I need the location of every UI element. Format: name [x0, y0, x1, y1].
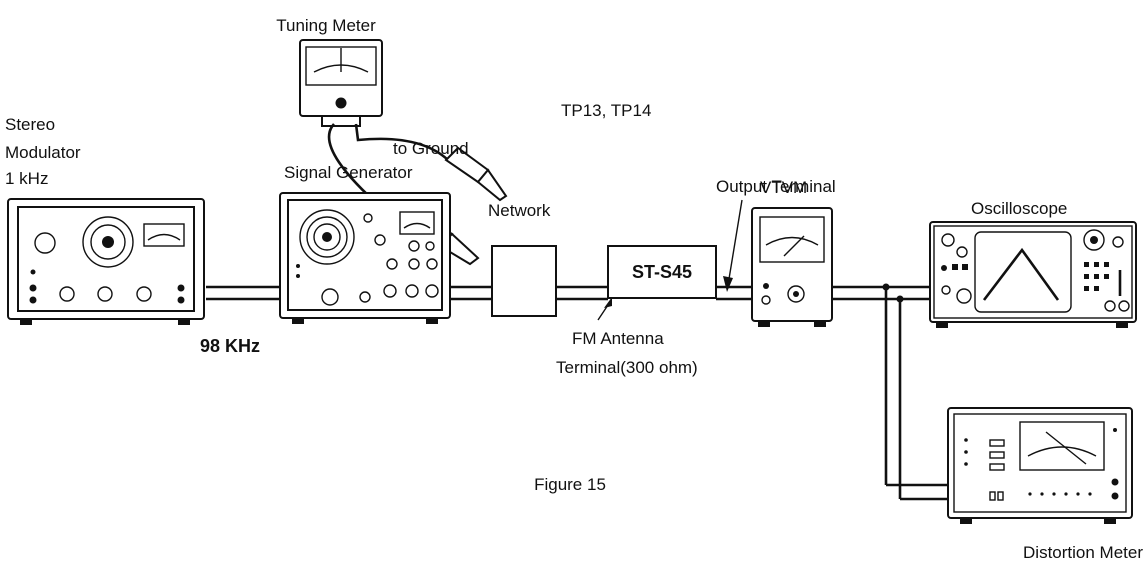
antenna-terminal-label-line2: Terminal(300 ohm) [556, 358, 698, 377]
ground-label: to Ground [393, 139, 469, 158]
figure-caption: Figure 15 [534, 475, 606, 494]
frequency-label: 98 KHz [200, 336, 260, 356]
main-signal-line [206, 285, 930, 301]
output-terminal-arrow [723, 199, 743, 292]
tp-label: TP13, TP14 [561, 101, 651, 120]
output-terminal-label: Output Terminal [716, 177, 836, 196]
network-label: Network [488, 201, 551, 220]
stereo-modulator-label-line1: Stereo [5, 115, 55, 134]
vtvm-label: VTVM [760, 178, 807, 197]
antenna-terminal-arrow [597, 297, 612, 321]
dut-box [607, 245, 717, 299]
antenna-terminal-label-line1: FM Antenna [572, 329, 664, 348]
oscilloscope-label: Oscilloscope [971, 199, 1067, 218]
probe-clip-tp [444, 146, 508, 202]
distortion-meter-label: Distortion Meter [1023, 543, 1143, 562]
network-box [491, 245, 557, 317]
tuning-meter [299, 39, 449, 227]
dut-label: ST-S45 [632, 262, 692, 282]
stereo-modulator-label-line3: 1 kHz [5, 169, 48, 188]
vtvm [751, 207, 833, 327]
stereo-modulator-label-line2: Modulator [5, 143, 81, 162]
tuning-meter-label: Tuning Meter [276, 16, 376, 35]
signal-generator [279, 192, 451, 324]
oscilloscope [929, 221, 1137, 328]
stereo-modulator [7, 198, 205, 325]
distortion-meter [947, 407, 1133, 524]
signal-generator-label: Signal Generator [284, 163, 413, 182]
